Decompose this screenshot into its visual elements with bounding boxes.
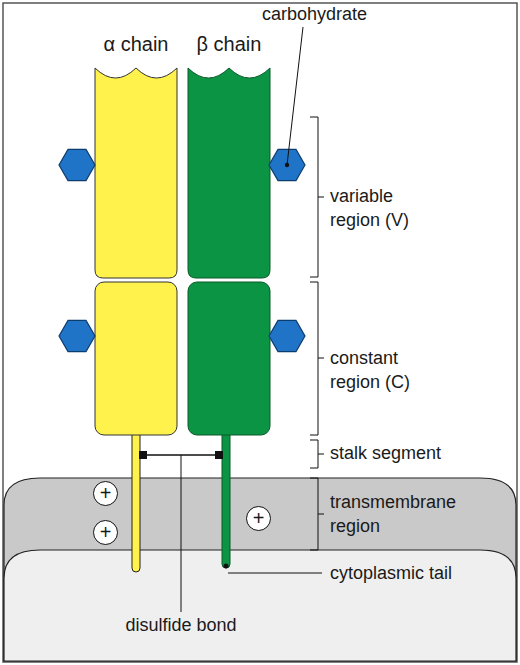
charge-circle: + — [93, 520, 118, 545]
leader-line — [287, 27, 303, 165]
charge-sign: + — [100, 522, 112, 542]
tail-dot — [224, 564, 229, 569]
disulfide-anchor — [139, 451, 147, 459]
part-label: carbohydrate — [262, 2, 422, 26]
leader-line — [228, 573, 322, 574]
part-label: disulfide bond — [91, 613, 271, 637]
region-bracket — [310, 282, 324, 435]
part-label: variable region (V) — [330, 184, 440, 232]
region-bracket — [310, 478, 324, 550]
beta-variable-domain — [188, 68, 270, 278]
alpha-stalk — [132, 430, 140, 572]
charge-circle: + — [93, 481, 118, 506]
charge-circle: + — [246, 506, 271, 531]
charge-sign: + — [100, 483, 112, 503]
part-label: constant region (C) — [330, 346, 440, 394]
beta-stalk — [222, 430, 230, 568]
part-label: cytoplasmic tail — [330, 561, 510, 585]
cell-membrane — [4, 478, 516, 661]
disulfide-anchor — [215, 451, 223, 459]
chain-domain: β chain — [188, 68, 270, 278]
carbohydrate-hexagon — [59, 149, 95, 180]
charge-sign: + — [253, 508, 265, 528]
beta-constant-domain — [188, 282, 270, 435]
region-bracket — [310, 117, 324, 277]
carbohydrate-hexagon — [59, 320, 95, 351]
alpha-constant-domain — [95, 282, 177, 435]
chain-name: α chain — [75, 32, 197, 56]
chain-name: β chain — [168, 32, 290, 56]
region-bracket — [310, 440, 324, 468]
chain-domain: α chain — [95, 68, 177, 278]
part-label: stalk segment — [330, 441, 500, 465]
alpha-variable-domain — [95, 68, 177, 278]
part-label: transmembrane region — [330, 490, 480, 538]
leader-line — [181, 455, 182, 612]
frame — [3, 3, 517, 662]
cytoplasm — [4, 550, 516, 661]
carbohydrate-hexagon — [269, 320, 305, 351]
